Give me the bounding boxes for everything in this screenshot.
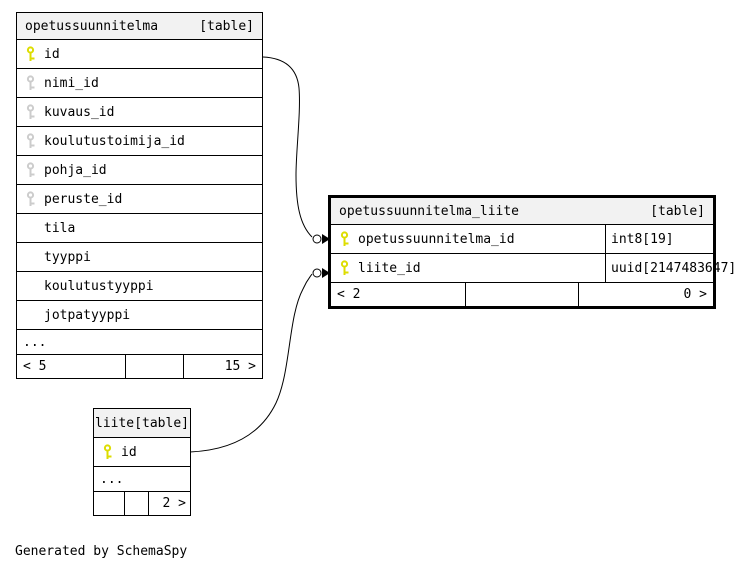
- footer-children-count: 0 >: [578, 283, 713, 306]
- column-name: jotpatyyppi: [44, 307, 131, 323]
- column-row-jotpatyyppi[interactable]: jotpatyyppi: [17, 301, 262, 330]
- column-row-peruste-id[interactable]: peruste_id: [17, 185, 262, 214]
- more-columns-ellipsis: ...: [94, 467, 190, 492]
- foreign-key-icon: [25, 75, 44, 91]
- table-opetussuunnitelma[interactable]: opetussuunnitelma [table] id nimi_id kuv…: [16, 12, 263, 379]
- footer-middle-cell: [124, 492, 148, 515]
- column-type: uuid[2147483647]: [605, 254, 736, 282]
- table-header[interactable]: opetussuunnitelma_liite [table]: [331, 198, 713, 225]
- column-name: tyyppi: [44, 249, 91, 265]
- column-row-tyyppi[interactable]: tyyppi: [17, 243, 262, 272]
- column-name: id: [44, 46, 60, 62]
- foreign-key-icon: [25, 133, 44, 149]
- column-row-tila[interactable]: tila: [17, 214, 262, 243]
- table-footer: < 2 0 >: [331, 283, 713, 306]
- column-row-kuvaus-id[interactable]: kuvaus_id: [17, 98, 262, 127]
- fk-endpoint-arrow-icon: [322, 268, 330, 278]
- column-name: peruste_id: [44, 191, 123, 207]
- column-name: koulutustyyppi: [44, 278, 154, 294]
- table-title: opetussuunnitelma_liite: [339, 203, 520, 219]
- column-row-koulutustoimija-id[interactable]: koulutustoimija_id: [17, 127, 262, 156]
- foreign-key-icon: [25, 191, 44, 207]
- primary-key-icon: [25, 46, 44, 62]
- footer-parents-count: [94, 492, 124, 515]
- footer-middle-cell: [465, 283, 578, 306]
- table-tag: [table]: [199, 18, 254, 34]
- table-header[interactable]: opetussuunnitelma [table]: [17, 13, 262, 40]
- foreign-key-icon: [25, 162, 44, 178]
- footer-children-count: 15 >: [183, 355, 262, 378]
- fk-endpoint-arrow-icon: [322, 234, 330, 244]
- column-row-opetussuunnitelma-id[interactable]: opetussuunnitelma_id int8[19]: [331, 225, 713, 254]
- foreign-key-icon: [25, 104, 44, 120]
- column-name: koulutustoimija_id: [44, 133, 185, 149]
- table-footer: < 5 15 >: [17, 355, 262, 378]
- column-row-liite-id[interactable]: liite_id uuid[2147483647]: [331, 254, 736, 283]
- table-footer: 2 >: [94, 492, 190, 515]
- more-columns-ellipsis: ...: [17, 330, 262, 355]
- footer-middle-cell: [125, 355, 183, 378]
- relationship-line-liite-to-liitetable: [189, 273, 313, 453]
- column-type: int8[19]: [605, 225, 713, 253]
- footer-parents-count: < 2: [337, 287, 361, 302]
- column-name: nimi_id: [44, 75, 99, 91]
- table-title: opetussuunnitelma: [25, 18, 159, 34]
- relationship-line-opetussuunnitelma-to-liitetable: [262, 56, 313, 238]
- primary-key-icon: [102, 444, 121, 460]
- table-opetussuunnitelma-liite[interactable]: opetussuunnitelma_liite [table] opetussu…: [328, 195, 736, 309]
- table-tag: [table]: [134, 415, 189, 431]
- column-row-id[interactable]: id: [17, 40, 262, 69]
- column-row-koulutustyyppi[interactable]: koulutustyyppi: [17, 272, 262, 301]
- table-title: liite: [95, 415, 135, 431]
- table-tag: [table]: [650, 203, 705, 219]
- primary-key-icon: [339, 260, 358, 276]
- column-name: liite_id: [358, 260, 421, 276]
- column-name: opetussuunnitelma_id: [358, 231, 515, 247]
- primary-key-icon: [339, 231, 358, 247]
- column-row-nimi-id[interactable]: nimi_id: [17, 69, 262, 98]
- generated-by-credit: Generated by SchemaSpy: [15, 544, 188, 559]
- table-header[interactable]: liite [table]: [94, 409, 190, 438]
- fk-endpoint-circle: [312, 234, 322, 244]
- fk-endpoint-circle: [312, 268, 322, 278]
- column-name: id: [121, 444, 137, 460]
- footer-children-count: 2 >: [148, 492, 190, 515]
- column-row-pohja-id[interactable]: pohja_id: [17, 156, 262, 185]
- table-liite[interactable]: liite [table] id ... 2 >: [93, 408, 191, 516]
- column-name: pohja_id: [44, 162, 107, 178]
- column-name: tila: [44, 220, 76, 236]
- footer-parents-count: < 5: [23, 359, 47, 374]
- column-row-id[interactable]: id: [94, 438, 190, 467]
- column-name: kuvaus_id: [44, 104, 115, 120]
